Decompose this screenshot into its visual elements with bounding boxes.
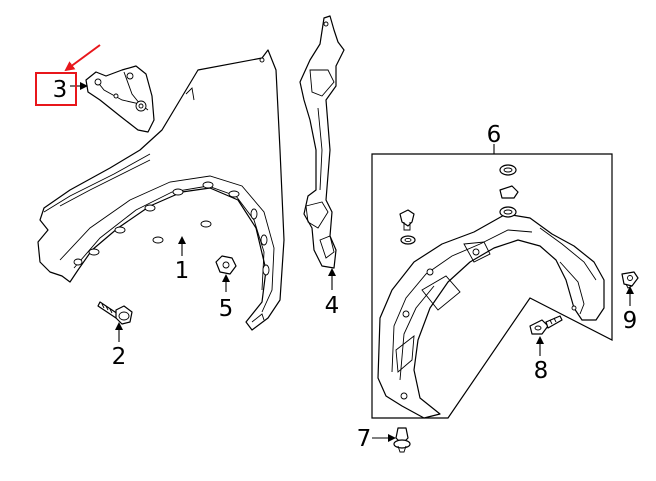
callout-1: 1 <box>175 258 190 284</box>
liner-group <box>371 153 613 419</box>
screw-part[interactable] <box>529 315 563 335</box>
retainer-clip-part[interactable] <box>621 271 639 289</box>
grommet-part-3[interactable] <box>499 206 517 218</box>
callout-8: 8 <box>534 358 549 384</box>
callout-9: 9 <box>623 308 638 334</box>
callout-3: 3 <box>53 77 68 103</box>
nut-part[interactable] <box>215 255 237 275</box>
bolt-part[interactable] <box>97 301 133 325</box>
callout-5: 5 <box>219 296 234 322</box>
callout-3-highlight-box <box>35 72 77 106</box>
seal-strip-part[interactable] <box>299 15 345 269</box>
callout-7: 7 <box>357 426 372 452</box>
callout-2: 2 <box>112 344 127 370</box>
clip-part-2[interactable] <box>499 185 519 199</box>
bracket-part[interactable] <box>85 65 155 133</box>
push-clip-part[interactable] <box>393 427 411 453</box>
fender-part[interactable] <box>37 49 285 331</box>
grommet-part[interactable] <box>400 235 416 245</box>
liner-frame <box>371 153 613 419</box>
clip-part[interactable] <box>399 209 415 231</box>
red-pointer-arrow-icon <box>64 44 101 72</box>
fender-liner-part[interactable] <box>377 213 605 419</box>
callout-4: 4 <box>325 293 340 319</box>
grommet-part-2[interactable] <box>499 164 517 176</box>
callout-6: 6 <box>487 122 502 148</box>
